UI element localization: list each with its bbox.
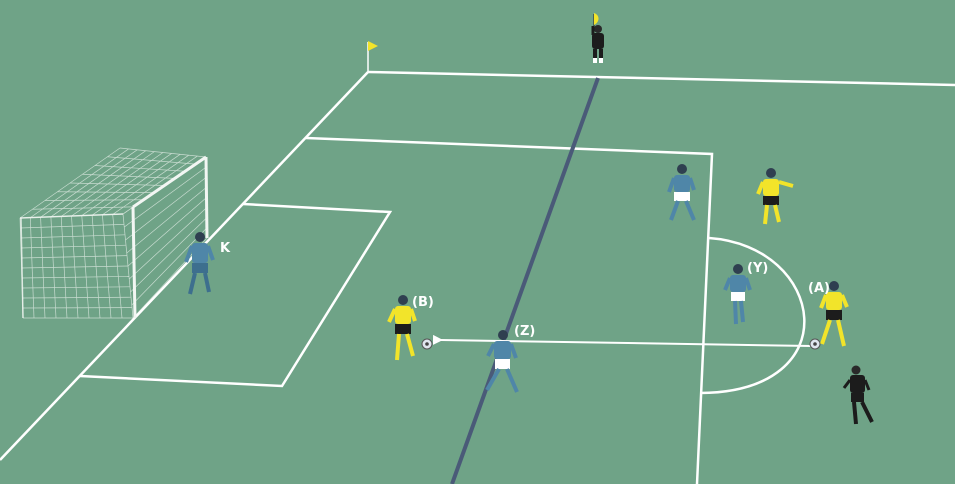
label-player-a: (A): [808, 281, 830, 296]
football-icon: [810, 339, 820, 349]
label-keeper: K: [220, 241, 231, 256]
label-player-b: (B): [412, 295, 434, 310]
label-player-z: (Z): [514, 324, 535, 339]
football-icon: [422, 339, 432, 349]
label-player-y: (Y): [747, 261, 768, 276]
